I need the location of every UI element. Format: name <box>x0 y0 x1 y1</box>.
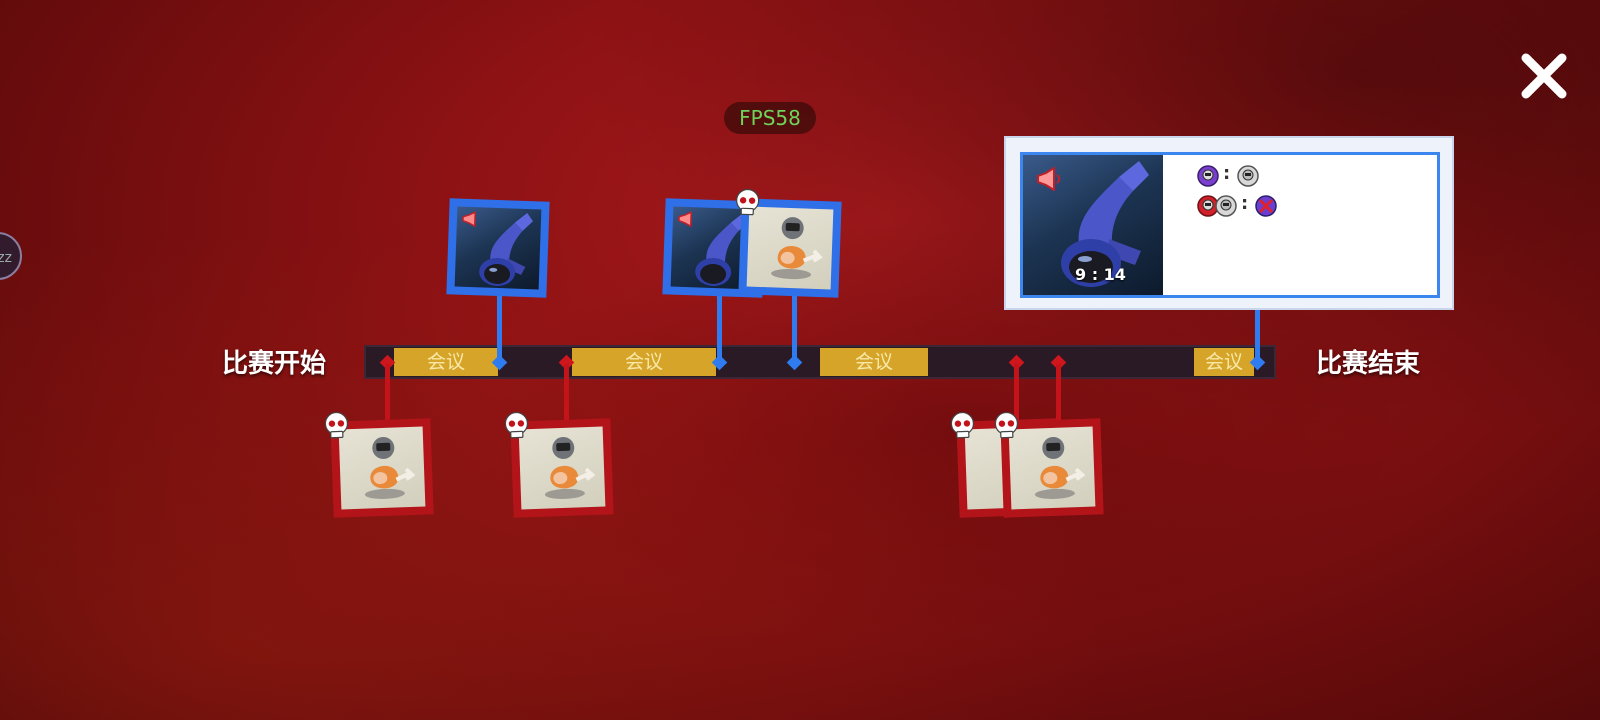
gray-player-icon <box>1215 195 1237 217</box>
event-thumbnail <box>338 426 426 510</box>
skull-icon <box>504 411 529 439</box>
megaphone-icon <box>1037 167 1061 191</box>
robot-meat-icon <box>544 436 596 499</box>
match-end-label: 比赛结束 <box>1316 349 1421 379</box>
event-stem <box>717 294 722 360</box>
event-detail-thumbnail: 9 : 14 <box>1023 155 1163 295</box>
robot-meat-icon <box>771 217 823 280</box>
event-stem <box>497 294 502 360</box>
event-thumbnail <box>518 426 606 510</box>
vote-separator: : <box>1223 163 1231 184</box>
event-detail-panel: 9 : 14 : <box>1004 136 1454 310</box>
skull-icon <box>324 411 349 439</box>
event-thumbnail <box>454 206 542 290</box>
event-thumbnail <box>1008 426 1096 510</box>
meeting-segment: 会议 <box>572 348 716 376</box>
close-icon <box>1521 53 1567 99</box>
megaphone-icon <box>462 210 477 228</box>
astronaut-icon <box>479 212 533 286</box>
event-stem <box>1255 310 1260 360</box>
purple-player-icon <box>1197 165 1219 187</box>
meeting-segment: 会议 <box>1194 348 1254 376</box>
event-stem <box>385 364 390 422</box>
event-time: 9 : 14 <box>1075 265 1126 284</box>
robot-meat-icon <box>364 436 416 499</box>
gray-player-icon <box>1237 165 1259 187</box>
event-thumbnail <box>746 206 834 290</box>
vote-row: : <box>1197 163 1287 187</box>
fps-counter: FPS58 <box>724 102 816 134</box>
kill-event-card[interactable] <box>736 188 842 298</box>
skull-icon <box>736 188 760 216</box>
skip-vote-icon <box>1255 195 1277 217</box>
megaphone-icon <box>678 210 693 228</box>
event-stem <box>1014 364 1019 422</box>
skull-icon <box>950 411 975 439</box>
meeting-segment: 会议 <box>820 348 928 376</box>
match-start-label: 比赛开始 <box>222 349 327 379</box>
robot-meat-icon <box>1034 436 1086 499</box>
kill-event-card[interactable] <box>504 411 614 518</box>
astronaut-icon <box>1061 161 1149 287</box>
event-stem <box>792 294 797 360</box>
skull-icon <box>994 411 1019 439</box>
red-player-icon <box>1197 195 1219 217</box>
vote-row: : <box>1197 193 1317 217</box>
kill-event-card[interactable] <box>994 411 1104 518</box>
close-button[interactable] <box>1518 50 1570 102</box>
event-detail-frame: 9 : 14 : <box>1020 152 1440 298</box>
ejection-event-card[interactable] <box>446 198 550 298</box>
meeting-segment: 会议 <box>394 348 498 376</box>
kill-event-card[interactable] <box>950 411 1060 518</box>
event-stem <box>564 364 569 422</box>
vote-separator: : <box>1241 193 1249 214</box>
kill-event-card[interactable] <box>324 411 434 518</box>
event-stem <box>1056 364 1061 422</box>
